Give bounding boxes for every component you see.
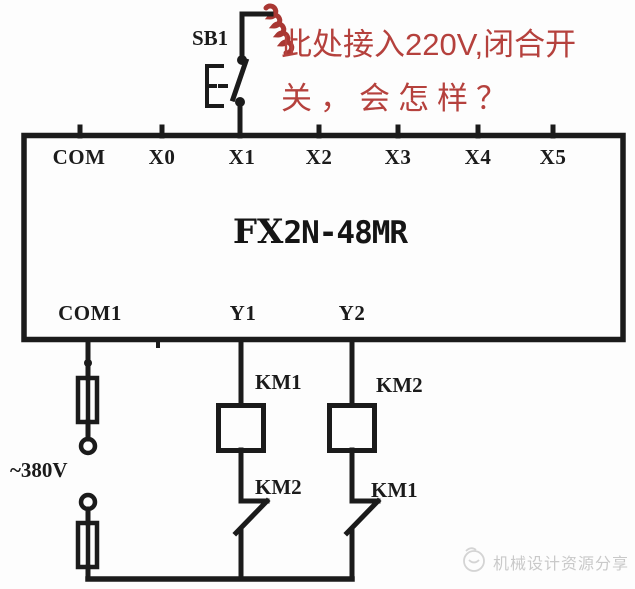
top-terminal-ticks [77,124,556,139]
fuse-upper-symbol [75,375,100,425]
annotation-line-2: 关，会怎样？ [281,81,515,116]
fuse-lower-symbol [75,520,100,570]
supply-terminal-upper [78,436,98,456]
plc-model-suffix: 2N-48MR [283,215,408,251]
km2-nc-contact-symbol [232,497,271,582]
terminal-label-x2: X2 [305,145,333,169]
terminal-label-com1: COM1 [58,301,122,325]
power-supply-label: ~380V [10,458,68,482]
terminal-label-x3: X3 [384,145,412,169]
terminal-label-x4: X4 [464,145,492,169]
terminal-label-x0: X0 [148,145,176,169]
pushbutton-sb1-symbol [205,55,250,108]
terminal-label-y2: Y2 [338,301,366,325]
switch-operator [205,64,233,108]
switch-blade [229,57,250,103]
annotation-line-1: 此处接入220V,闭合开 [281,27,577,62]
terminal-label-x5: X5 [539,145,567,169]
km1-coil-label: KM1 [255,370,302,394]
wire-switch-to-220v [239,11,274,63]
km2-coil-label: KM2 [376,373,423,397]
km1-coil-symbol [216,403,266,453]
junction-dot [84,359,92,367]
terminal-label-y1: Y1 [229,301,257,325]
watermark-logo-icon [463,547,485,572]
terminal-label-com: COM [52,145,106,169]
plc-model-label: FX2N-48MR [175,212,465,252]
watermark-text: 机械设计资源分享 [493,556,630,573]
km1-nc-contact-label: KM1 [371,478,418,502]
km2-nc-contact-label: KM2 [255,475,302,499]
plc-model-prefix: FX [232,212,284,252]
terminal-label-x1: X1 [228,145,256,169]
km1-nc-contact-symbol [343,497,382,582]
switch-label: SB1 [192,26,229,50]
km2-coil-symbol [327,403,377,453]
plc-box [21,132,626,343]
